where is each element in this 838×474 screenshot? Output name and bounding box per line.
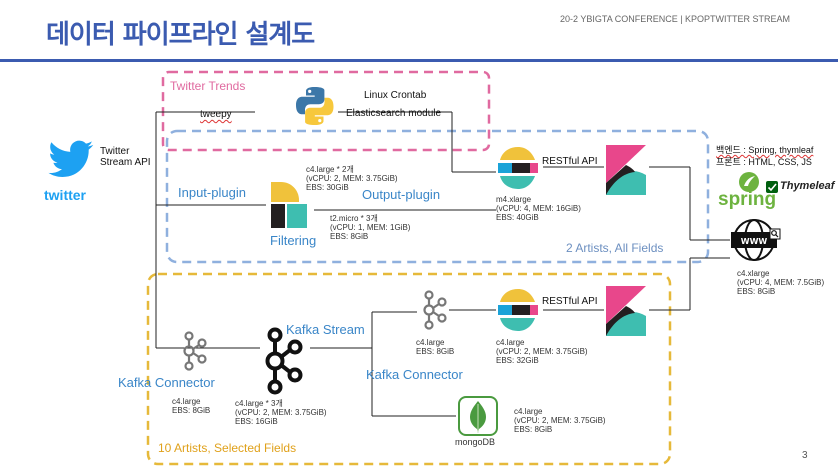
logstash-icon [271, 182, 307, 228]
svg-text:WWW: WWW [741, 237, 768, 246]
input-plugin-label: Input-plugin [178, 185, 246, 200]
elasticsearch-icon [498, 147, 538, 189]
twitter-trends-label: Twitter Trends [170, 79, 246, 93]
kibana-bottom-icon [606, 286, 646, 336]
kafka-small-icon [423, 290, 447, 330]
linux-crontab-label: Linux Crontab [364, 90, 427, 101]
es-bottom-spec: c4.large (vCPU: 2, MEM: 3.75GiB) EBS: 32… [496, 338, 588, 365]
kafka-stream-label: Kafka Stream [286, 322, 365, 337]
elasticsearch-module-label: Elasticsearch module [346, 108, 442, 119]
backend-stack-label: 백엔드 : Spring, thymleaf [716, 145, 814, 155]
mongodb-logo-text: mongoDB [455, 437, 496, 447]
kafka-main-spec: c4.large * 3개 (vCPU: 2, MEM: 3.75GiB) EB… [235, 399, 327, 426]
thymeleaf-check-icon [766, 181, 778, 193]
elasticsearch-bottom-icon [498, 289, 538, 331]
page-number: 3 [802, 450, 808, 461]
all-fields-label: 2 Artists, All Fields [566, 241, 664, 255]
tweepy-label: tweepy [200, 109, 232, 120]
kafka-icon [265, 327, 303, 395]
filtering-label: Filtering [270, 233, 317, 248]
trends-box [161, 70, 491, 152]
kibana-icon [606, 145, 646, 195]
web-server-spec: c4.xlarge (vCPU: 4, MEM: 7.5GiB) EBS: 8G… [737, 269, 825, 296]
conference-label: 20-2 YBIGTA CONFERENCE | KPOPTWITTER STR… [560, 14, 791, 24]
selected-fields-box [146, 272, 672, 466]
thymeleaf-logo-text: Thymeleaf [780, 180, 835, 192]
spring-logo-text: spring [718, 189, 777, 210]
page-title: 데이터 파이프라인 설계도 [46, 20, 315, 50]
title-divider [0, 59, 838, 62]
kafka-connector-left-label: Kafka Connector [118, 375, 215, 390]
kafka-connector-mid-label: Kafka Connector [366, 367, 463, 382]
kafka-small-spec: c4.large EBS: 8GiB [416, 338, 455, 356]
mongodb-icon [458, 396, 498, 436]
es-top-spec: m4.xlarge (vCPU: 4, MEM: 16GiB) EBS: 40G… [496, 195, 581, 222]
twitter-bird-icon [48, 140, 94, 177]
web-globe-icon: WWW [731, 219, 781, 261]
mongodb-spec: c4.large (vCPU: 2, MEM: 3.75GiB) EBS: 8G… [514, 407, 606, 434]
restful-api-top-label: RESTful API [542, 156, 598, 167]
frontend-stack-label: 프론트 : HTML, CSS, JS [716, 157, 812, 167]
restful-api-bottom-label: RESTful API [542, 296, 598, 307]
logstash-spec: c4.large * 2개 (vCPU: 2, MEM: 3.75GiB) EB… [306, 165, 398, 192]
filter-spec: t2.micro * 3개 (vCPU: 1, MEM: 1GiB) EBS: … [330, 214, 411, 241]
kafka-connector-left-spec: c4.large EBS: 8GiB [172, 397, 211, 415]
output-plugin-label: Output-plugin [362, 187, 441, 202]
spring-leaf-icon [739, 172, 759, 192]
twitter-logo-text: twitter [44, 187, 86, 203]
all-fields-box [165, 129, 710, 264]
selected-fields-label: 10 Artists, Selected Fields [158, 441, 297, 455]
kafka-connector-icon [183, 331, 207, 371]
twitter-stream-api-label: Twitter Stream API [100, 146, 151, 168]
python-icon [296, 87, 334, 125]
